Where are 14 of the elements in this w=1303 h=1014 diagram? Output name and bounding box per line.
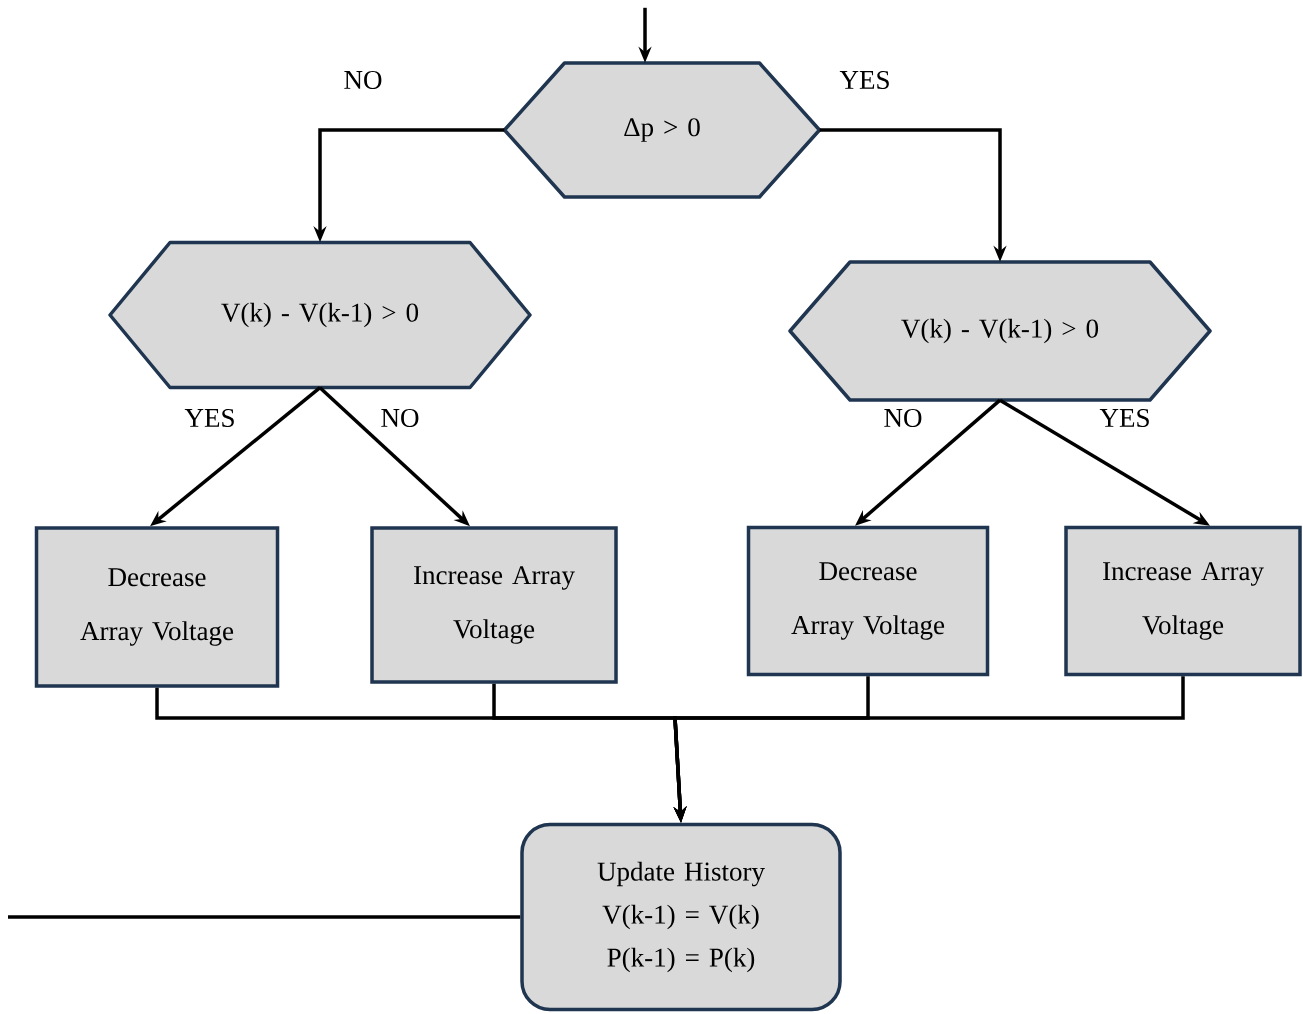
- edge-label: YES: [1099, 408, 1149, 428]
- process-box: Increase Array Voltage: [1064, 525, 1302, 677]
- process-box: Increase Array Voltage: [370, 526, 618, 684]
- decision-hexagon: V(k) - V(k-1) > 0: [788, 260, 1212, 402]
- process-box: Decrease Array Voltage: [746, 525, 990, 677]
- edge-label: YES: [184, 408, 234, 428]
- edge-label: NO: [381, 408, 419, 428]
- edge-label: NO: [344, 70, 382, 90]
- edge-label: NO: [884, 408, 922, 428]
- edge-label: YES: [839, 70, 889, 90]
- decision-hexagon: Δp > 0: [502, 61, 822, 199]
- process-box: Decrease Array Voltage: [34, 526, 280, 688]
- process-box: Update History V(k-1) = V(k) P(k-1) = P(k): [520, 822, 842, 1012]
- decision-hexagon: V(k) - V(k-1) > 0: [108, 240, 532, 390]
